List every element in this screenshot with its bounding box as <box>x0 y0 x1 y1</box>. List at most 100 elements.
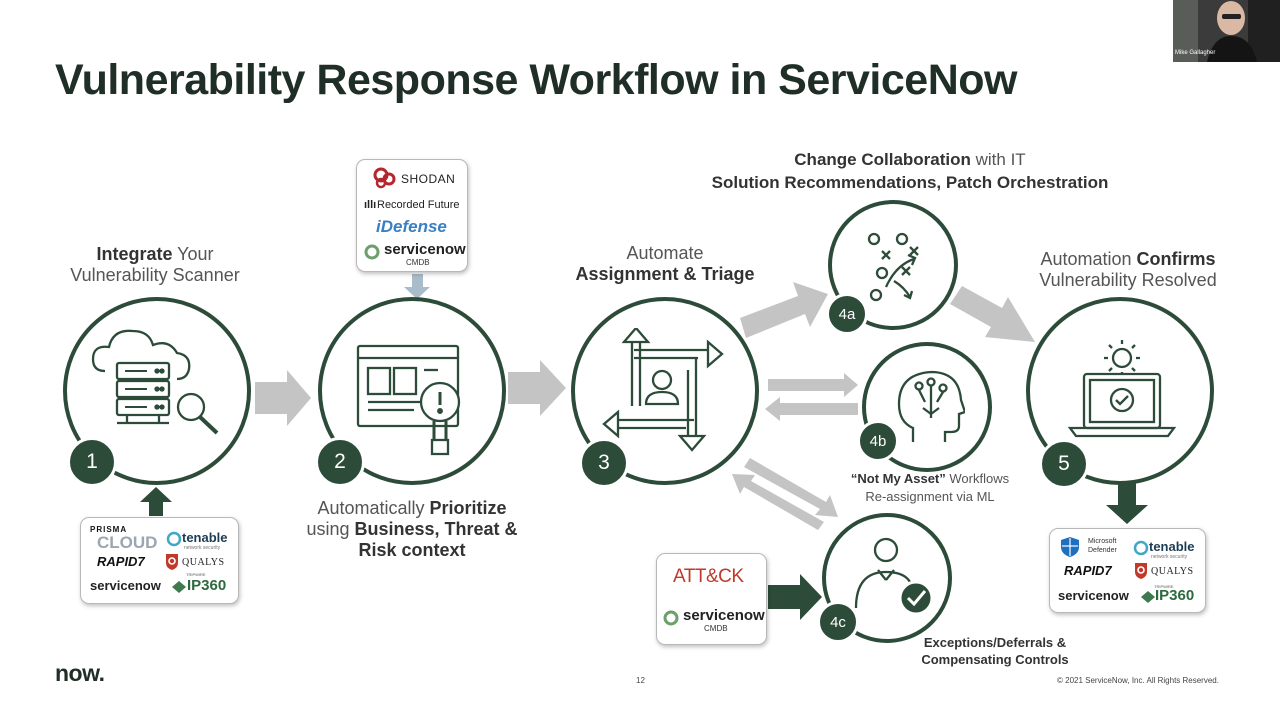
logo-servicenow-resolved: servicenow <box>1058 588 1129 603</box>
step4b-badge: 4b <box>857 420 899 462</box>
step4b-caption: “Not My Asset” Workflows Re-assignment v… <box>810 470 1050 506</box>
presenter-image <box>1173 0 1280 62</box>
step4a-line1-bold: Change Collaboration <box>794 150 971 169</box>
logo-ms-defender-2: Defender <box>1088 547 1117 554</box>
step2-line2-a: using <box>306 519 355 539</box>
step3-badge: 3 <box>579 438 629 488</box>
step4c-badge: 4c <box>817 601 859 643</box>
logo-tenable: tenable <box>182 530 228 545</box>
servicenow-mark-icon <box>364 244 380 260</box>
logo-servicenow-attack: servicenow <box>683 607 765 624</box>
logo-tenable-sub: network security <box>184 545 221 551</box>
arrow-enrichment-to-2 <box>404 274 430 299</box>
shodan-logo-icon <box>373 167 396 189</box>
logo-ip360: IP360 <box>187 577 227 594</box>
arrow-3-to-4c <box>744 458 838 517</box>
logo-prisma: PRISMA <box>90 525 128 534</box>
step2-badge: 2 <box>315 437 365 487</box>
logo-ip360-resolved: IP360 <box>1155 587 1195 604</box>
step2-line1-a: Automatically <box>317 498 430 518</box>
webpage-alert-icon <box>356 344 461 456</box>
step3-line1: Automate <box>626 243 704 263</box>
step2-line1-b: Prioritize <box>429 498 507 518</box>
step5-line1-b: Confirms <box>1136 249 1216 269</box>
step4c-line1: Exceptions/Deferrals & <box>923 635 1067 650</box>
logo-idefense: iDefense <box>376 217 447 236</box>
step1-caption-rest: Your <box>172 244 214 264</box>
arrow-5-to-resolved-logos <box>1106 483 1148 524</box>
arrow-attack-to-4c <box>768 574 822 620</box>
step5-line2: Vulnerability Resolved <box>1039 270 1217 290</box>
step1-caption-line2: Vulnerability Scanner <box>70 265 240 285</box>
logo-qualys: QUALYS <box>182 557 225 568</box>
attack-logos-box <box>656 553 767 645</box>
arrow-3-to-4b <box>768 373 858 397</box>
logo-tripwire-resolved: TRIPWIRE <box>1154 584 1174 589</box>
logo-recorded-future-mark: ıllı <box>364 199 377 211</box>
step4a-line2: Solution Recommendations, Patch Orchestr… <box>711 173 1109 192</box>
arrow-4c-to-3 <box>732 474 824 530</box>
logo-prisma-cloud: CLOUD <box>97 533 158 552</box>
logo-servicenow-scanner: servicenow <box>90 578 161 593</box>
logo-shodan: SHODAN <box>401 172 456 186</box>
logo-servicenow-enrichment: servicenow <box>384 241 466 258</box>
qualys-shield-icon <box>166 554 178 570</box>
logo-cmdb-attack: CMDB <box>704 624 728 633</box>
presenter-name: Mike Gallagher <box>1175 50 1216 56</box>
logo-ms-defender-1: Microsoft <box>1088 538 1117 545</box>
presenter-video: Mike Gallagher <box>1173 0 1280 62</box>
logo-cmdb-enrichment: CMDB <box>406 258 430 267</box>
step1-caption: Integrate Your Vulnerability Scanner <box>40 244 270 286</box>
arrow-3-to-4a <box>740 282 828 338</box>
step4c-line2: Compensating Controls <box>921 652 1069 667</box>
copyright: © 2021 ServiceNow, Inc. All Rights Reser… <box>1057 676 1219 685</box>
defender-shield-icon <box>1061 537 1079 557</box>
arrow-4b-to-3 <box>765 397 858 421</box>
ip360-mark-icon <box>172 581 186 593</box>
step4b-line1-rest: Workflows <box>945 471 1010 486</box>
step1-badge: 1 <box>67 437 117 487</box>
step4a-line1-rest: with IT <box>970 150 1026 169</box>
step2-line2-b: Business, Threat & <box>354 519 518 539</box>
servicenow-mark-icon-attack <box>663 610 679 626</box>
logo-attck: ATT&CK <box>673 566 744 587</box>
step4b-line2: Re-assignment via ML <box>865 489 995 504</box>
logo-rapid7-resolved: RAPID7 <box>1064 563 1112 578</box>
arrow-2-to-3 <box>508 360 566 416</box>
step4b-line1: “Not My Asset” <box>850 471 946 486</box>
step2-line3: Risk context <box>358 540 466 560</box>
footer-brand-logo: now. <box>55 660 105 687</box>
logo-qualys-resolved: QUALYS <box>1151 566 1194 577</box>
footer-brand-text: now. <box>55 660 105 686</box>
step3-line2: Assignment & Triage <box>575 264 755 284</box>
tenable-logo-icon <box>166 531 182 547</box>
logo-recorded-future: Recorded Future <box>377 199 460 211</box>
step1-caption-bold: Integrate <box>96 244 173 264</box>
step5-line1-a: Automation <box>1040 249 1137 269</box>
step3-caption: Automate Assignment & Triage <box>560 243 770 285</box>
arrow-scanners-to-1 <box>140 487 172 516</box>
arrow-1-to-2 <box>255 370 311 426</box>
ip360-mark-icon-resolved <box>1141 591 1155 603</box>
slide-title: Vulnerability Response Workflow in Servi… <box>55 56 1017 104</box>
server-cloud-search-icon <box>91 329 219 435</box>
qualys-shield-icon-resolved <box>1135 563 1147 579</box>
ai-head-icon <box>897 370 965 442</box>
page-number: 12 <box>636 676 645 685</box>
arrow-4a-to-5 <box>950 286 1035 342</box>
logo-tenable-resolved: tenable <box>1149 539 1195 554</box>
step4a-badge: 4a <box>826 293 868 335</box>
step4a-caption: Change Collaboration with IT Solution Re… <box>660 148 1160 194</box>
logo-tenable-sub-resolved: network security <box>1151 554 1188 560</box>
scanner-logos-box <box>80 517 239 604</box>
play-strategy-icon <box>867 232 919 302</box>
step2-caption: Automatically Prioritize using Business,… <box>288 498 536 561</box>
logo-rapid7: RAPID7 <box>97 554 145 569</box>
step5-badge: 5 <box>1039 439 1089 489</box>
laptop-gear-check-icon <box>1067 340 1176 438</box>
user-check-icon <box>854 537 934 616</box>
step5-caption: Automation Confirms Vulnerability Resolv… <box>1012 249 1244 291</box>
step4c-caption: Exceptions/Deferrals & Compensating Cont… <box>880 634 1110 668</box>
tenable-logo-icon-resolved <box>1133 540 1149 556</box>
